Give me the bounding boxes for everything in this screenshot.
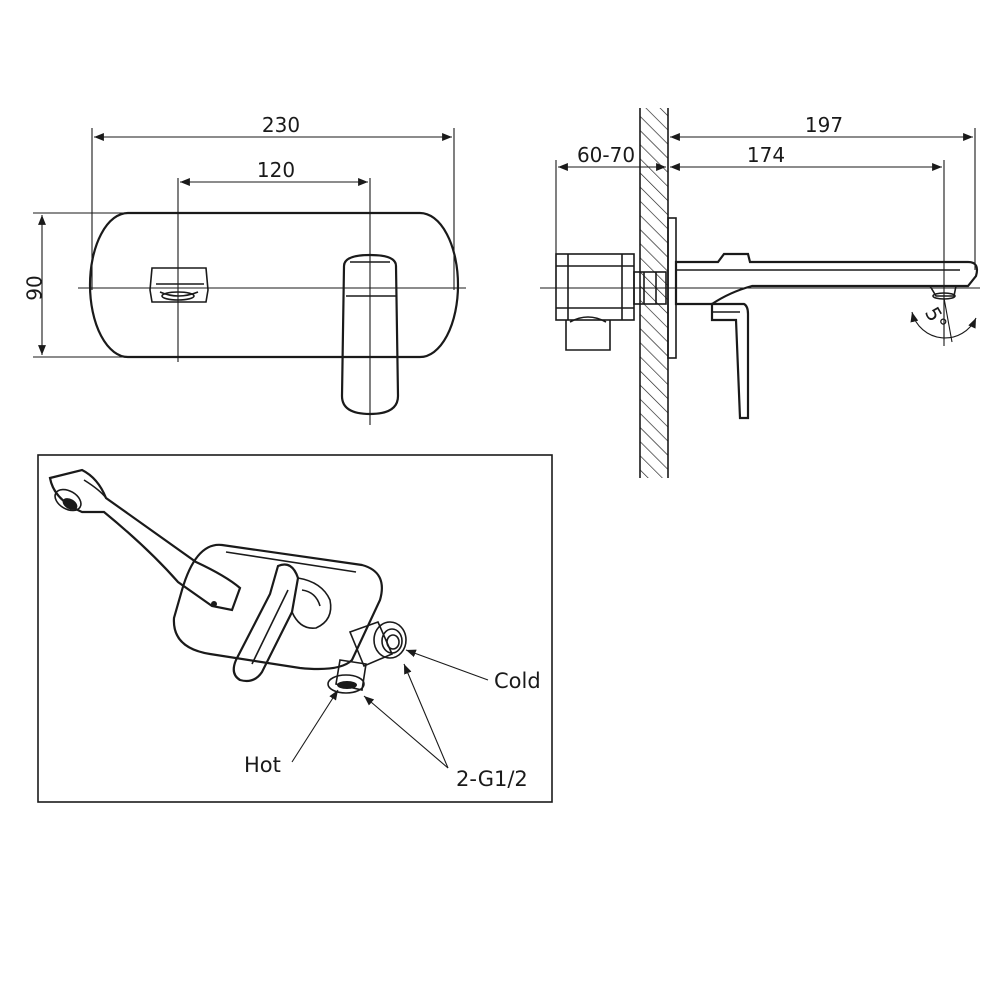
dim-60-70-text: 60-70 [577, 143, 635, 167]
cold-label: Cold [494, 669, 541, 693]
front-spout-outlet [149, 267, 209, 303]
dim-90-text: 90 [23, 275, 47, 300]
iso-frame [37, 454, 553, 803]
side-spout [674, 252, 979, 306]
leader-connection-cold [403, 663, 449, 769]
connection-label: 2-G1/2 [456, 767, 528, 791]
dim-120-text: 120 [257, 158, 295, 182]
dim-174-text: 174 [747, 143, 785, 167]
iso-hot-inlet [327, 659, 367, 694]
leader-cold [405, 649, 489, 681]
iso-back-plate [172, 543, 383, 671]
front-view: 230 120 90 [23, 113, 466, 425]
side-lever [710, 302, 750, 420]
leader-hot [291, 689, 339, 763]
spout-angle-indicator: 5° [910, 297, 977, 346]
iso-spout [48, 468, 242, 612]
dim-197-text: 197 [805, 113, 843, 137]
front-plate-outline [88, 211, 460, 359]
hot-label: Hot [244, 753, 281, 777]
dim-230-text: 230 [262, 113, 300, 137]
iso-view: Cold Hot 2-G1/2 [37, 454, 553, 803]
angle-text: 5° [920, 303, 952, 335]
iso-cold-inlet [348, 620, 407, 668]
side-concealed-body [555, 253, 667, 351]
leader-connection-hot [363, 695, 449, 769]
front-lever [340, 253, 400, 416]
side-view: 197 60-70 174 [540, 108, 980, 478]
iso-lever [232, 563, 332, 683]
